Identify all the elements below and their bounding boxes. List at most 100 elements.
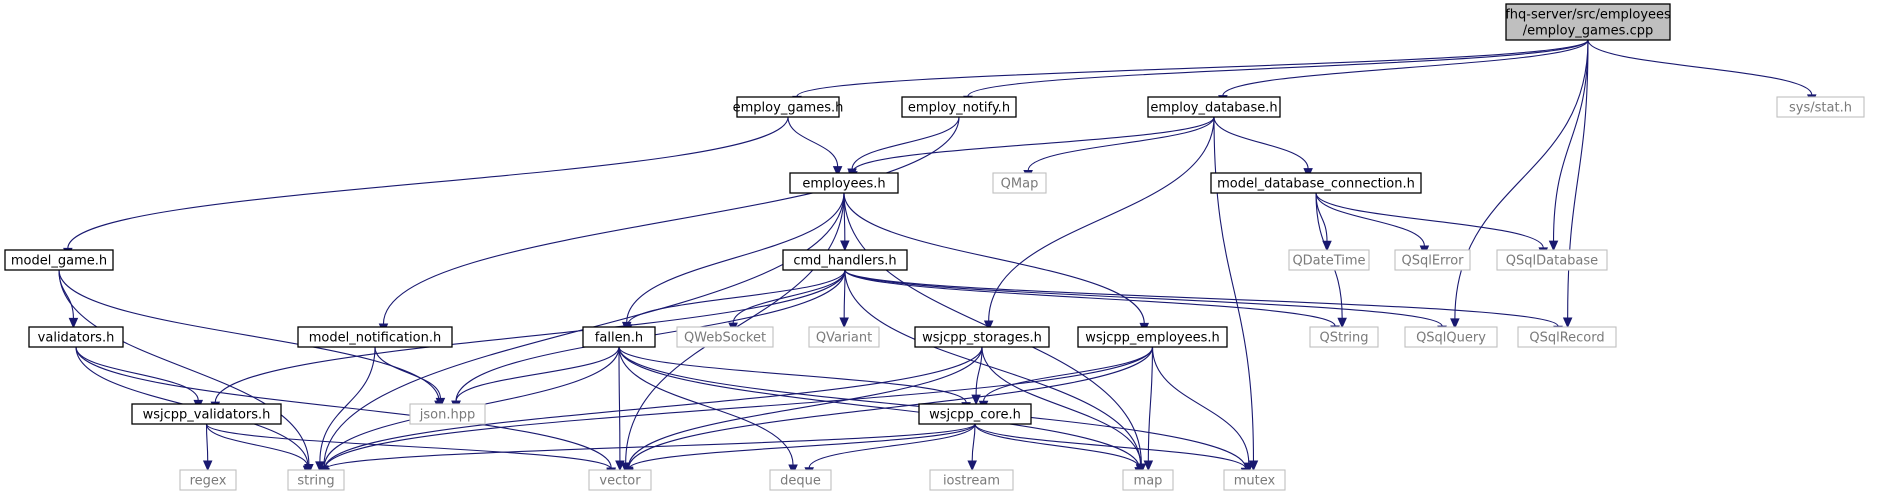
edge-employ_games_h-to-employees_h <box>787 116 843 177</box>
node-fallen-h[interactable]: fallen.h <box>582 326 656 348</box>
node-label: wsjcpp_employees.h <box>1085 331 1219 346</box>
edge-employ_notify_h-to-employees_h <box>847 116 960 180</box>
node-vector: vector <box>588 469 652 491</box>
edge-arrowhead <box>1548 240 1559 252</box>
edge-wsjcpp_core_h-to-deque <box>804 423 976 478</box>
node-box <box>1404 326 1498 348</box>
node-label: QWebSocket <box>684 331 766 346</box>
node-box <box>582 326 656 348</box>
edge-line <box>324 346 983 469</box>
edge-arrowhead <box>840 240 850 252</box>
node-employ-games-h[interactable]: employ_games.h <box>733 96 844 118</box>
edge-arrowhead <box>615 460 625 472</box>
node-box <box>1517 326 1617 348</box>
edge-employ_database_h-to-qmap <box>1023 116 1215 181</box>
node-employ-notify-h[interactable]: employ_notify.h <box>901 96 1017 118</box>
edge-line <box>844 269 1336 327</box>
edge-line <box>75 346 612 469</box>
node-label: QSqlQuery <box>1416 331 1486 346</box>
edge-wsjcpp_validators_h-to-vector <box>205 423 616 480</box>
edge-line <box>628 423 976 470</box>
node-wsjcpp-core-h[interactable]: wsjcpp_core.h <box>918 403 1032 425</box>
edge-model_database_connection_h-to-qsqldatabase <box>1315 192 1549 259</box>
edge-line <box>1213 116 1255 462</box>
node-box <box>769 469 832 491</box>
node-box <box>992 172 1047 194</box>
edge-line <box>1315 192 1544 249</box>
edge-arrowhead <box>1562 317 1573 329</box>
node-box <box>1496 249 1608 271</box>
node-qmap: QMap <box>992 172 1047 194</box>
node-label: model_notification.h <box>309 331 441 346</box>
edge-arrowhead <box>1450 318 1460 330</box>
node-label: sys/stat.h <box>1789 101 1852 116</box>
node-box <box>1776 96 1865 118</box>
node-wsjcpp-storages-h[interactable]: wsjcpp_storages.h <box>914 326 1050 348</box>
edge-line <box>1151 346 1250 464</box>
edge-line <box>1027 116 1215 171</box>
edge-line <box>974 423 1247 469</box>
edge-model_game_h-to-string <box>58 269 314 475</box>
node-label: employ_notify.h <box>908 101 1010 116</box>
node-qsqlrecord: QSqlRecord <box>1517 326 1617 348</box>
node-employ-database-h[interactable]: employ_database.h <box>1147 96 1281 118</box>
node-label: QSqlError <box>1401 254 1464 269</box>
edge-employ_database_h-to-mutex <box>1213 116 1259 472</box>
node-wsjcpp-validators-h[interactable]: wsjcpp_validators.h <box>131 403 282 425</box>
edge-cmd_handlers_h-to-map <box>844 269 1146 476</box>
node-sys-stat-h: sys/stat.h <box>1776 96 1865 118</box>
edge-line <box>851 116 960 170</box>
edge-line <box>618 346 1140 468</box>
edge-line <box>628 346 1154 468</box>
node-box <box>789 172 899 194</box>
node-label: QVariant <box>816 331 872 346</box>
node-box <box>914 326 1050 348</box>
node-qdatetime: QDateTime <box>1288 249 1370 271</box>
edge-arrowhead <box>1337 317 1347 329</box>
edge-line <box>1147 346 1154 462</box>
edge-line <box>975 346 983 396</box>
edge-wsjcpp_core_h-to-iostream <box>967 423 977 472</box>
node-qsqldatabase: QSqlDatabase <box>1496 249 1608 271</box>
node-label: model_game.h <box>11 254 107 269</box>
node-mutex: mutex <box>1223 469 1286 491</box>
node-regex: regex <box>179 469 237 491</box>
edge-line <box>618 346 621 462</box>
edge-line <box>205 423 309 467</box>
node-label: wsjcpp_validators.h <box>143 408 271 423</box>
edge-model_notification_h-to-string <box>315 346 376 473</box>
node-box <box>1210 172 1422 194</box>
node-wsjcpp-employees-h[interactable]: wsjcpp_employees.h <box>1077 326 1228 348</box>
edge-wsjcpp_employees_h-to-wsjcpp_core_h <box>978 346 1154 412</box>
edge-line <box>627 269 846 325</box>
node-box <box>918 403 1032 425</box>
edge-line <box>324 423 976 470</box>
node-validators-h[interactable]: validators.h <box>28 326 124 348</box>
edge-arrowhead <box>202 460 213 472</box>
edge-line <box>205 423 209 462</box>
edge-arrowhead <box>68 317 79 329</box>
node-model-game-h[interactable]: model_game.h <box>4 249 114 271</box>
node-label: employees.h <box>802 177 885 192</box>
node-label: map <box>1134 474 1163 489</box>
edge-root-to-qsqlrecord <box>1562 39 1589 329</box>
node-label: QDateTime <box>1292 254 1365 269</box>
node-label: QSqlDatabase <box>1506 254 1598 269</box>
edge-line <box>981 346 1142 465</box>
node-employees-h[interactable]: employees.h <box>789 172 899 194</box>
node-label: validators.h <box>38 331 115 346</box>
node-box <box>1309 326 1379 348</box>
edge-root-to-employ_notify_h <box>963 39 1589 107</box>
edge-root-to-employ_database_h <box>1218 39 1589 106</box>
node-model-database-connection-h[interactable]: model_database_connection.h <box>1210 172 1422 194</box>
node-root[interactable]: fhq-server/src/employees/employ_games.cp… <box>1505 3 1671 41</box>
edge-line <box>67 116 789 249</box>
node-model-notification-h[interactable]: model_notification.h <box>297 326 453 348</box>
node-cmd-handlers-h[interactable]: cmd_handlers.h <box>782 249 908 271</box>
edge-arrowhead <box>832 166 843 177</box>
edge-line <box>455 346 620 402</box>
node-qstring: QString <box>1309 326 1379 348</box>
edge-wsjcpp_validators_h-to-string <box>205 423 313 477</box>
edge-model_notification_h-to-json_hpp <box>374 346 446 409</box>
node-label: fhq-server/src/employees <box>1505 8 1671 23</box>
